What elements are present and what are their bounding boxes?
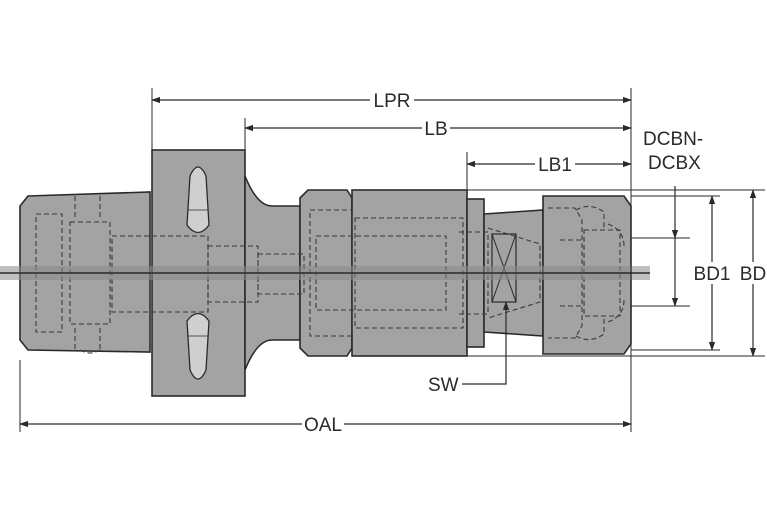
label-bd1: BD1 xyxy=(694,264,731,285)
drive-slot-upper xyxy=(186,166,210,234)
dimension-labels: LPR LB LB1 DCBN- DCBX BD1 BD SW OAL xyxy=(302,89,767,436)
label-oal: OAL xyxy=(304,415,342,436)
label-lpr: LPR xyxy=(374,91,411,112)
label-sw: SW xyxy=(428,375,459,396)
label-dcbx: DCBX xyxy=(648,153,701,174)
label-bd: BD xyxy=(740,264,766,285)
centerline xyxy=(0,266,650,280)
drive-slot-lower xyxy=(186,312,210,380)
drive-slots xyxy=(186,166,210,380)
label-lb: LB xyxy=(424,119,447,140)
label-dcbn: DCBN- xyxy=(643,129,703,150)
sw-leader xyxy=(462,301,510,385)
label-lb1: LB1 xyxy=(538,155,572,176)
